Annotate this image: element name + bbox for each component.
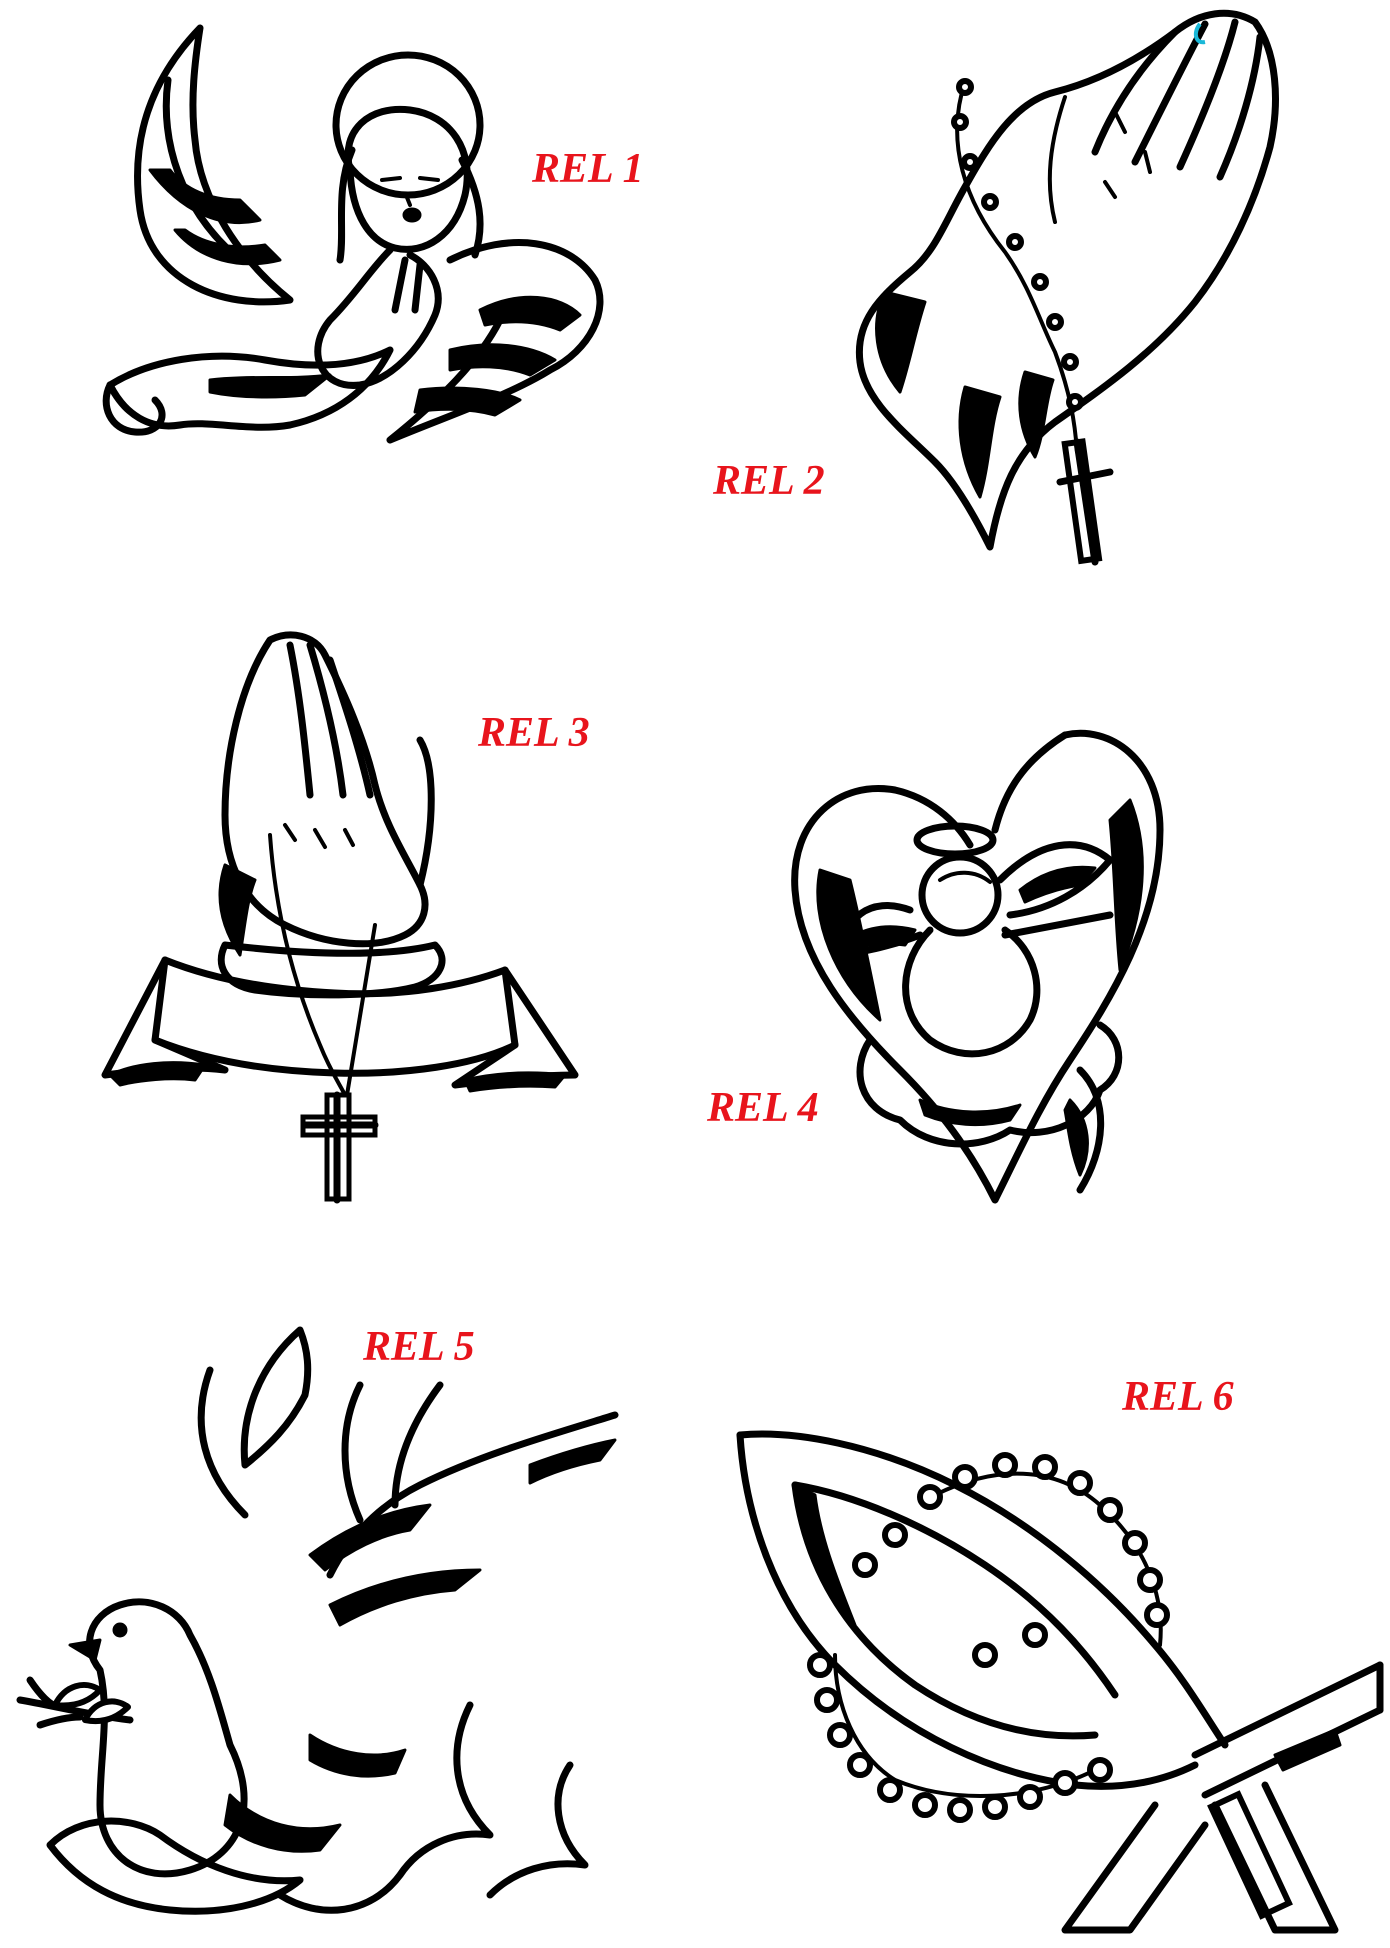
cherub-in-heart-icon xyxy=(780,720,1200,1230)
rel-3-label: REL 3 xyxy=(478,710,590,756)
rel-6-label: REL 6 xyxy=(1122,1374,1234,1420)
rel-2-label: REL 2 xyxy=(713,458,825,504)
ichthys-fish-with-rosary-icon xyxy=(735,1425,1385,1940)
dove-with-olive-branch-icon xyxy=(10,1325,630,1925)
praying-angel-with-halo-icon xyxy=(90,20,630,530)
rel-5-label: REL 5 xyxy=(363,1324,475,1370)
praying-hands-with-rosary-icon xyxy=(815,2,1285,577)
rel-1-label: REL 1 xyxy=(532,146,644,192)
praying-hands-with-banner-and-cross-icon xyxy=(75,625,580,1204)
rel-4-label: REL 4 xyxy=(707,1085,819,1131)
